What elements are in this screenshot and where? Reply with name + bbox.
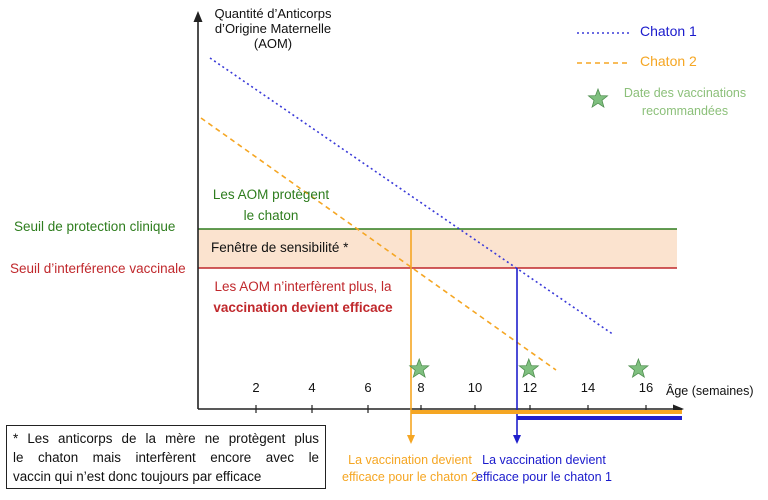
chaton2-arrowhead	[407, 435, 415, 444]
legend-chaton2-label: Chaton 2	[640, 53, 697, 69]
legend-vaccination-line1: Date des vaccinations	[623, 86, 747, 100]
chaton2-effective-line1: La vaccination devient	[348, 453, 472, 467]
chaton1-decay-line	[209, 57, 615, 336]
legend-chaton1-label: Chaton 1	[640, 23, 697, 39]
footnote-box: * Les anticorps de la mère ne protègent …	[6, 425, 326, 489]
x-tick-label: 2	[252, 380, 260, 395]
x-axis-label: Âge (semaines)	[666, 384, 754, 398]
chaton2-effective-line2: efficace pour le chaton 2	[342, 470, 478, 484]
protect-zone-text: Les AOM protègent le chaton	[195, 184, 347, 226]
x-tick-label: 10	[467, 380, 483, 395]
sensitivity-window-band	[198, 229, 677, 268]
y-axis-label: Quantité d’Anticorps d’Origine Maternell…	[208, 6, 338, 51]
y-axis-arrowhead	[193, 11, 203, 22]
chaton1-effective-line1: La vaccination devient	[482, 453, 606, 467]
no-interference-line: Les AOM n’interfèrent plus, la	[214, 279, 392, 294]
clinical-protection-label: Seuil de protection clinique	[14, 219, 176, 234]
x-tick-label: 16	[638, 380, 654, 395]
y-axis-label-line1: Quantité d’Anticorps	[214, 6, 332, 21]
chaton1-effective-label: La vaccination devient efficace pour le …	[466, 452, 622, 486]
x-tick-label: 12	[522, 380, 538, 395]
footnote-line2: le chaton mais interfèrent encore avec l…	[13, 450, 319, 465]
footnote-line3: vaccin qui n’est donc toujours par effic…	[13, 469, 262, 484]
sensitivity-window-label: Fenêtre de sensibilité *	[211, 240, 349, 255]
no-interference-text: Les AOM n’interfèrent plus, la vaccinati…	[203, 276, 403, 318]
x-tick-label: 8	[417, 380, 425, 395]
y-axis-label-line2: d’Origine Maternelle	[214, 21, 332, 36]
chaton1-arrowhead	[513, 435, 521, 444]
protect-zone-line1: Les AOM protègent	[212, 187, 330, 202]
vaccination-star	[518, 357, 540, 379]
y-axis-label-line3: (AOM)	[253, 36, 293, 51]
x-tick-label: 6	[364, 380, 372, 395]
vaccination-stars	[408, 87, 649, 379]
x-tick-label: 14	[580, 380, 596, 395]
vaccination-effective-line: vaccination devient efficace	[213, 300, 393, 315]
vaccination-star	[627, 357, 649, 379]
vaccination-star	[408, 357, 430, 379]
legend-vaccination-line2: recommandées	[641, 104, 729, 118]
legend-vaccination-label: Date des vaccinations recommandées	[610, 84, 760, 120]
protect-zone-line2: le chaton	[243, 208, 299, 223]
chaton1-effective-line2: efficace pour le chaton 1	[476, 470, 612, 484]
x-tick-label: 4	[308, 380, 316, 395]
interference-threshold-label: Seuil d’interférence vaccinale	[10, 261, 186, 276]
chaton2-effective-label: La vaccination devient efficace pour le …	[330, 452, 490, 486]
footnote-line1: * Les anticorps de la mère ne protègent …	[13, 431, 319, 446]
legend-star-icon	[587, 87, 609, 109]
chaton2-decay-line	[200, 117, 557, 371]
